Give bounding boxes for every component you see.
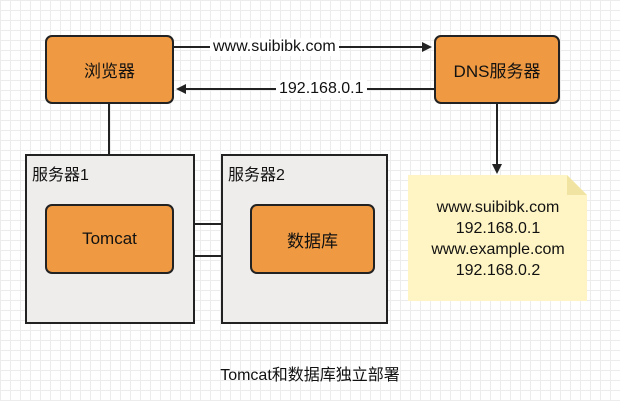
node-browser[interactable]: 浏览器 [45, 35, 174, 104]
note-fold [567, 175, 587, 195]
edge-label-dns-to-browser: 192.168.0.1 [276, 80, 367, 98]
node-dns-server[interactable]: DNS服务器 [434, 35, 560, 104]
note-line: www.suibibk.com [436, 199, 560, 216]
node-tomcat[interactable]: Tomcat [45, 204, 174, 274]
note: www.suibibk.com 192.168.0.1 www.example.… [408, 197, 588, 281]
note-shape [408, 175, 587, 301]
diagram-caption: Tomcat和数据库独立部署 [220, 367, 400, 384]
group-server2-label: 服务器2 [228, 167, 285, 184]
group-server1-label: 服务器1 [32, 167, 89, 184]
edge-label-browser-to-dns: www.suibibk.com [210, 38, 339, 56]
note-line: www.example.com [431, 241, 565, 258]
node-database[interactable]: 数据库 [250, 204, 375, 274]
note-line: 192.168.0.2 [455, 262, 541, 279]
note-line: 192.168.0.1 [455, 220, 541, 237]
